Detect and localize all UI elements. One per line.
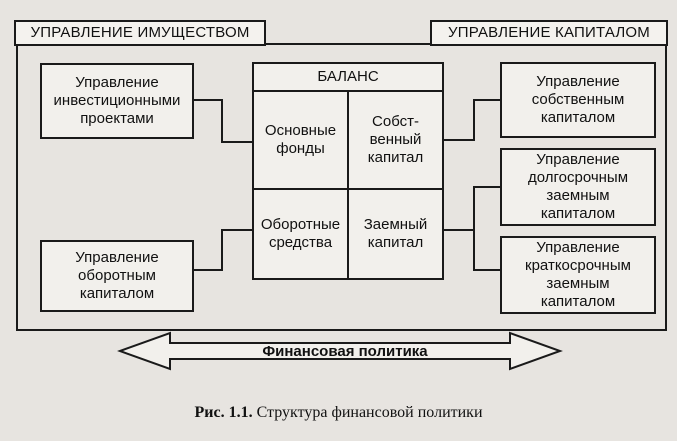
box-equity-management: Управление собственным капиталом [500, 62, 656, 138]
connector-long-term [444, 186, 500, 231]
long-term-label: Управление долгосрочным заемным капитало… [527, 151, 629, 222]
financial-policy-arrow [117, 331, 563, 371]
header-property-label: УПРАВЛЕНИЕ ИМУЩЕСТВОМ [30, 24, 250, 41]
cell-current-assets: Оборотные средства [254, 190, 347, 278]
financial-policy-label: Финансовая политика [262, 342, 428, 360]
box-working-capital: Управление оборотным капиталом [40, 240, 194, 312]
box-long-term-debt: Управление долгосрочным заемным капитало… [500, 148, 656, 226]
figure-caption: Рис. 1.1. Структура финансовой политики [0, 404, 677, 422]
equity-label: Собст-венный капитал [367, 113, 424, 166]
box-investment-projects: Управление инвестиционными проектами [40, 63, 194, 139]
header-capital-label: УПРАВЛЕНИЕ КАПИТАЛОМ [448, 24, 650, 41]
fixed-assets-label: Основные фонды [264, 122, 337, 157]
equity-mgmt-label: Управление собственным капиталом [531, 73, 625, 126]
outer-frame [16, 43, 667, 331]
connector-investment-fixed [194, 99, 252, 143]
cell-borrowed-capital: Заемный капитал [349, 190, 442, 278]
caption-text: Структура финансовой политики [256, 404, 483, 421]
current-assets-label: Оборотные средства [260, 216, 341, 251]
investment-label: Управление инвестиционными проектами [53, 74, 181, 127]
connector-working-current [194, 229, 252, 271]
header-property-management: УПРАВЛЕНИЕ ИМУЩЕСТВОМ [14, 20, 266, 46]
balance-vertical-divider [347, 92, 349, 278]
short-term-label: Управление краткосрочным заемным капитал… [525, 239, 631, 310]
balance-horizontal-divider [254, 188, 442, 190]
balance-grid: Основные фонды Собст-венный капитал Обор… [252, 90, 444, 280]
box-short-term-debt: Управление краткосрочным заемным капитал… [500, 236, 656, 314]
cell-equity: Собст-венный капитал [349, 92, 442, 188]
connector-short-term [444, 229, 500, 271]
working-capital-label: Управление оборотным капиталом [75, 249, 159, 302]
balance-title: БАЛАНС [317, 68, 379, 85]
balance-title-box: БАЛАНС [252, 62, 444, 92]
borrowed-capital-label: Заемный капитал [363, 216, 428, 251]
connector-equity [444, 99, 500, 141]
header-capital-management: УПРАВЛЕНИЕ КАПИТАЛОМ [430, 20, 668, 46]
cell-fixed-assets: Основные фонды [254, 92, 347, 188]
caption-prefix: Рис. 1.1. [194, 404, 253, 421]
